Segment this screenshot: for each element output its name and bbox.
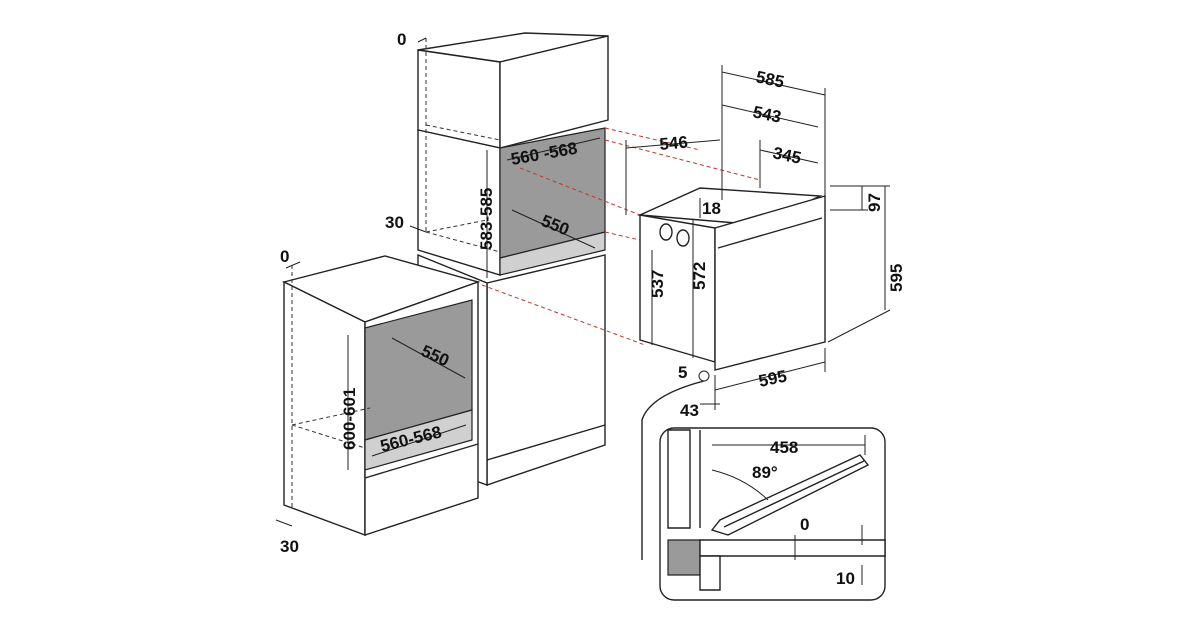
detail-marker-icon xyxy=(698,370,710,382)
projection-lines xyxy=(481,127,761,346)
tall-cavity-floor xyxy=(499,231,606,276)
label-oven-niche-depth: 546 xyxy=(659,133,689,154)
oven xyxy=(625,65,891,410)
label-oven-front-top: 97 xyxy=(865,193,884,212)
detail-cabinet-wall xyxy=(667,429,691,529)
detail-floor-plate xyxy=(699,539,886,557)
detail-floor-block xyxy=(667,539,701,576)
label-tall-height: 583-585 xyxy=(477,188,496,250)
knob-icon xyxy=(659,223,673,241)
label-oven-top-depth: 345 xyxy=(771,143,803,167)
label-oven-width: 595 xyxy=(757,366,789,390)
label-oven-inner-height: 572 xyxy=(690,262,709,290)
label-base-top-offset: 0 xyxy=(280,247,289,266)
label-door-gap-bottom: 10 xyxy=(836,569,855,588)
oven-front-panel xyxy=(714,195,826,371)
label-oven-height: 595 xyxy=(887,264,906,292)
label-door-open-reach: 458 xyxy=(770,438,798,457)
detail-frame xyxy=(659,427,886,601)
label-oven-body-depth: 543 xyxy=(751,102,783,126)
detail-open-door xyxy=(710,454,870,536)
label-oven-top-step: 18 xyxy=(702,199,721,218)
base-cavity-floor xyxy=(364,409,473,471)
tall-lower-front xyxy=(486,254,606,486)
knob-icon xyxy=(676,229,690,247)
detail-floor-step xyxy=(699,555,721,591)
base-cabinet xyxy=(275,255,481,537)
label-oven-door-thickness: 43 xyxy=(680,401,699,420)
door-detail-inset xyxy=(641,380,886,601)
detail-angle-arc xyxy=(711,469,769,501)
detail-callout-line xyxy=(641,380,705,560)
label-oven-total-depth: 585 xyxy=(754,67,786,91)
label-oven-front-gap: 5 xyxy=(678,363,687,382)
label-tall-side-gap: 30 xyxy=(385,213,404,232)
label-oven-body-height: 537 xyxy=(648,270,667,298)
label-tall-top-offset: 0 xyxy=(397,30,406,49)
label-door-angle: 89° xyxy=(752,463,778,482)
label-base-bottom-gap: 30 xyxy=(280,537,299,556)
label-door-gap-top: 0 xyxy=(800,515,809,534)
tall-top-side xyxy=(499,35,609,149)
label-base-height: 600-601 xyxy=(340,388,359,450)
